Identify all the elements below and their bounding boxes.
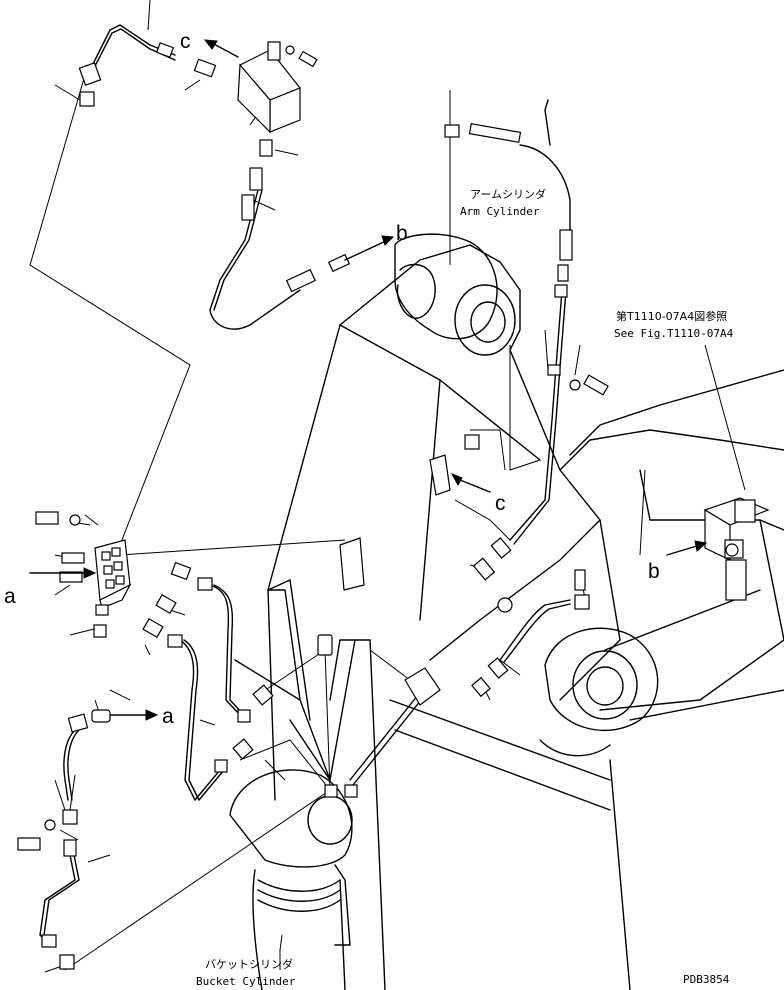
leader-lines [29,0,746,973]
callout-letters: c b c a a b [4,30,660,728]
component-labels: アームシリンダ Arm Cylinder 第T1110-07A4図参照 See … [196,187,734,988]
callout-a-lower: a [162,705,174,728]
callout-arrows [29,39,708,721]
see-fig-label-en: See Fig.T1110-07A4 [614,327,734,340]
callout-b-top: b [396,222,408,245]
hose-lines [39,24,571,946]
callout-c-mid: c [495,492,506,515]
see-fig-label-jp: 第T1110-07A4図参照 [616,309,727,323]
callout-a-left: a [4,585,16,608]
callout-b-right: b [648,560,660,583]
arm-structure [229,99,784,990]
fittings [17,41,770,970]
drawing-code: PDB3854 [683,973,730,986]
bucket-cylinder-label-jp: バケットシリンダ [205,957,293,971]
callout-c-top: c [180,30,191,53]
arm-cylinder-label-en: Arm Cylinder [460,205,540,218]
bucket-cylinder-label-en: Bucket Cylinder [196,975,296,988]
arm-cylinder-label-jp: アームシリンダ [470,187,546,201]
